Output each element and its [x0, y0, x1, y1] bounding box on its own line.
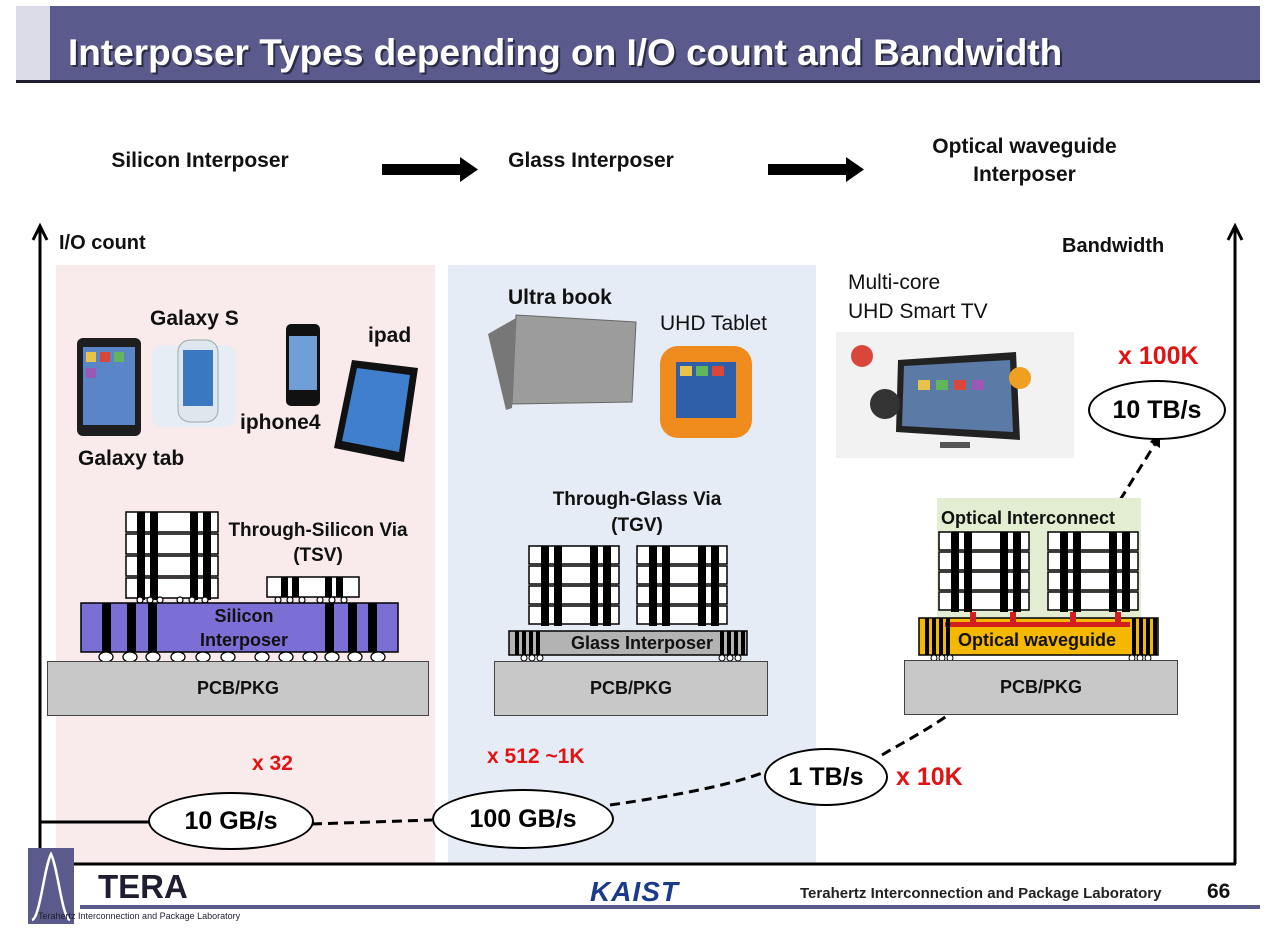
- tera-logo-text: TERA: [98, 868, 188, 905]
- bandwidth-axis: [1226, 222, 1244, 864]
- multiplier-x10k: x 10K: [896, 763, 963, 791]
- header-glass: Glass Interposer: [508, 149, 674, 172]
- silicon-die-stack: [125, 511, 219, 600]
- waveguide-line: [945, 622, 1130, 627]
- io-count-axis: [31, 222, 49, 864]
- bandwidth-100gbs: 100 GB/s: [432, 789, 614, 849]
- ipad-label: ipad: [368, 324, 412, 347]
- bandwidth-label: Bandwidth: [1062, 235, 1165, 257]
- micro-bumps: [136, 596, 348, 604]
- glass-bumps: [520, 654, 742, 662]
- tgv-vias: [515, 631, 745, 655]
- glass-die-stack-left: [528, 545, 620, 626]
- arrow-icon: [382, 157, 478, 182]
- kaist-logo: KAIST: [590, 876, 679, 907]
- ipad-illustration: [334, 360, 418, 462]
- title-underline: [16, 80, 1260, 83]
- silicon-stack: [80, 511, 399, 663]
- optical-stack: [918, 498, 1159, 662]
- glass-die-stack-right: [636, 545, 728, 626]
- page-number: 66: [1207, 880, 1231, 903]
- pcb-silicon: PCB/PKG: [47, 661, 429, 716]
- pcb-glass: PCB/PKG: [494, 661, 768, 716]
- title-bar: [16, 6, 1260, 80]
- optical-vias: [925, 618, 1157, 655]
- silicon-small-die: [266, 576, 360, 598]
- page-title: Interposer Types depending on I/O count …: [68, 32, 1063, 73]
- optical-die-stack-right: [1047, 531, 1139, 612]
- optical-bumps: [930, 654, 1152, 662]
- arrow-icon: [768, 157, 864, 182]
- galaxy-s-illustration: [152, 339, 236, 427]
- galaxy-tab-illustration: [77, 338, 141, 436]
- ultrabook-illustration: [488, 314, 637, 410]
- uhd-tablet-label: UHD Tablet: [660, 312, 767, 335]
- galaxy-tab-label: Galaxy tab: [78, 447, 185, 470]
- io-count-label: I/O count: [59, 232, 146, 254]
- waveguide-couplers: [970, 612, 1121, 626]
- optical-waveguide-label: Optical waveguide: [958, 630, 1117, 650]
- ultrabook-label: Ultra book: [508, 286, 612, 309]
- tera-logo-icon: [28, 848, 74, 924]
- uhd-tablet-illustration: [660, 346, 752, 438]
- smart-tv-illustration: [836, 332, 1074, 458]
- bandwidth-10gbs: 10 GB/s: [148, 792, 314, 850]
- bandwidth-1tbs: 1 TB/s: [764, 748, 888, 806]
- header-optical: Optical waveguide Interposer: [932, 135, 1117, 186]
- multiplier-x100k: x 100K: [1118, 342, 1199, 370]
- galaxy-s-label: Galaxy S: [150, 307, 239, 330]
- glass-interposer-label: Glass Interposer: [570, 633, 714, 653]
- lab-name: Terahertz Interconnection and Package La…: [800, 885, 1162, 902]
- multiplier-x32: x 32: [252, 752, 293, 775]
- tv-label-line1: Multi-core: [848, 271, 941, 294]
- multiplier-x512: x 512 ~1K: [487, 745, 585, 768]
- optical-interconnect-label: Optical Interconnect: [941, 508, 1116, 528]
- optical-die-stack-left: [938, 531, 1030, 612]
- header-silicon: Silicon Interposer: [111, 149, 289, 172]
- tsv-vias: [102, 603, 377, 652]
- glass-interposer-block: [508, 630, 748, 656]
- tgv-label: Through-Glass Via (TGV): [552, 489, 722, 536]
- tera-logo-subtext: Terahertz Interconnection and Package La…: [38, 911, 241, 921]
- silicon-interposer-label: Silicon Interposer: [199, 606, 289, 650]
- footer-rule: [80, 905, 1260, 909]
- pcb-optical: PCB/PKG: [904, 660, 1178, 715]
- iphone4-illustration: [286, 324, 320, 406]
- glass-stack: [508, 545, 748, 662]
- iphone4-label: iphone4: [240, 411, 321, 434]
- bandwidth-10tbs: 10 TB/s: [1088, 380, 1226, 440]
- tv-label-line2: UHD Smart TV: [848, 300, 988, 323]
- tsv-label: Through-Silicon Via (TSV): [228, 520, 408, 566]
